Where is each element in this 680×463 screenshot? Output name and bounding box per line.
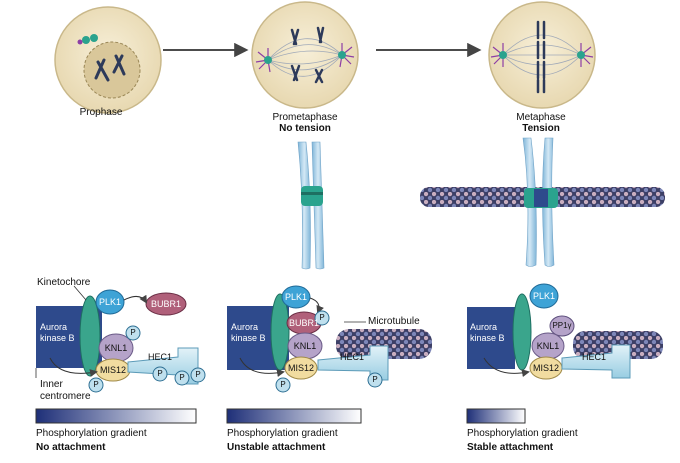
kinetochore-shape bbox=[79, 295, 101, 377]
panel-stable-attachment bbox=[466, 283, 663, 424]
prometaphase-chromosome bbox=[297, 141, 325, 270]
gradient-label-3: Phosphorylation gradient bbox=[467, 428, 578, 439]
plk1-node bbox=[529, 283, 559, 309]
stage-label-prometaphase: Prometaphase bbox=[272, 112, 338, 123]
plk1-label: PLK1 bbox=[98, 297, 122, 307]
mis12-label: MIS12 bbox=[99, 365, 127, 375]
prometaphase-cell bbox=[251, 1, 359, 109]
metaphase-cell bbox=[488, 1, 596, 109]
panel-unstable-attachment bbox=[226, 285, 432, 424]
knl1-label: KNL1 bbox=[536, 341, 560, 351]
mis12-label: MIS12 bbox=[287, 363, 315, 373]
phospho-label: P bbox=[195, 370, 201, 379]
kinetochore-label: Kinetochore bbox=[37, 277, 91, 288]
hec1-label: HEC1 bbox=[147, 352, 173, 362]
pp1-node bbox=[549, 315, 575, 337]
kinetochore-shape bbox=[512, 293, 532, 371]
pp1-label: PP1γ bbox=[552, 321, 572, 330]
aurora-label-1b: kinase B bbox=[40, 333, 75, 343]
mis12-node bbox=[284, 356, 318, 380]
stage-label-prophase: Prophase bbox=[79, 107, 123, 118]
phospho-label: P bbox=[372, 375, 378, 384]
prophase-cell bbox=[54, 6, 162, 114]
microtubule-label: Microtubule bbox=[368, 316, 420, 327]
phospho-label: P bbox=[157, 369, 163, 378]
aurora-label-3a: Aurora bbox=[470, 322, 498, 332]
phospho-label: P bbox=[179, 373, 185, 382]
microtubule-shape bbox=[336, 329, 432, 359]
plk1-node bbox=[281, 285, 311, 309]
stage-label-metaphase: Metaphase bbox=[516, 112, 566, 123]
plk1-label: PLK1 bbox=[532, 291, 556, 301]
attachment-label-2: Unstable attachment bbox=[227, 442, 326, 453]
phospho-label: P bbox=[280, 380, 286, 389]
aurora-label-2a: Aurora bbox=[231, 322, 259, 332]
phospho-label: P bbox=[130, 328, 136, 337]
gradient-bar bbox=[466, 408, 526, 424]
phospho-label: P bbox=[93, 380, 99, 389]
mis12-label: MIS12 bbox=[532, 363, 560, 373]
aurora-label-1a: Aurora bbox=[40, 322, 68, 332]
gradient-bar bbox=[35, 408, 197, 424]
hec1-label: HEC1 bbox=[581, 352, 607, 362]
aurora-label-3b: kinase B bbox=[470, 333, 505, 343]
inner-centromere-label-1: Inner bbox=[40, 379, 63, 390]
gradient-label-2: Phosphorylation gradient bbox=[227, 428, 338, 439]
metaphase-chromosome bbox=[522, 137, 558, 267]
bubr1-node bbox=[145, 292, 187, 316]
hec1-node bbox=[561, 344, 631, 379]
stage-sublabel-metaphase: Tension bbox=[522, 123, 560, 134]
attachment-label-3: Stable attachment bbox=[467, 442, 554, 453]
knl1-label: KNL1 bbox=[293, 341, 317, 351]
phospho-label: P bbox=[319, 313, 325, 322]
aurora-kinase-b bbox=[467, 307, 515, 369]
gradient-label-1: Phosphorylation gradient bbox=[36, 428, 147, 439]
hec1-node bbox=[317, 345, 389, 381]
bubr1-label: BUBR1 bbox=[288, 318, 320, 328]
bubr1-label: BUBR1 bbox=[150, 299, 182, 309]
attachment-label-1: No attachment bbox=[36, 442, 106, 453]
inner-centromere-label-2: centromere bbox=[40, 391, 91, 402]
hec1-label: HEC1 bbox=[339, 352, 365, 362]
plk1-label: PLK1 bbox=[284, 292, 308, 302]
gradient-bar bbox=[226, 408, 362, 424]
knl1-label: KNL1 bbox=[104, 343, 128, 353]
panel-no-attachment bbox=[35, 285, 206, 424]
aurora-label-2b: kinase B bbox=[231, 333, 266, 343]
stage-sublabel-prometaphase: No tension bbox=[279, 123, 331, 134]
plk1-node bbox=[95, 289, 125, 315]
